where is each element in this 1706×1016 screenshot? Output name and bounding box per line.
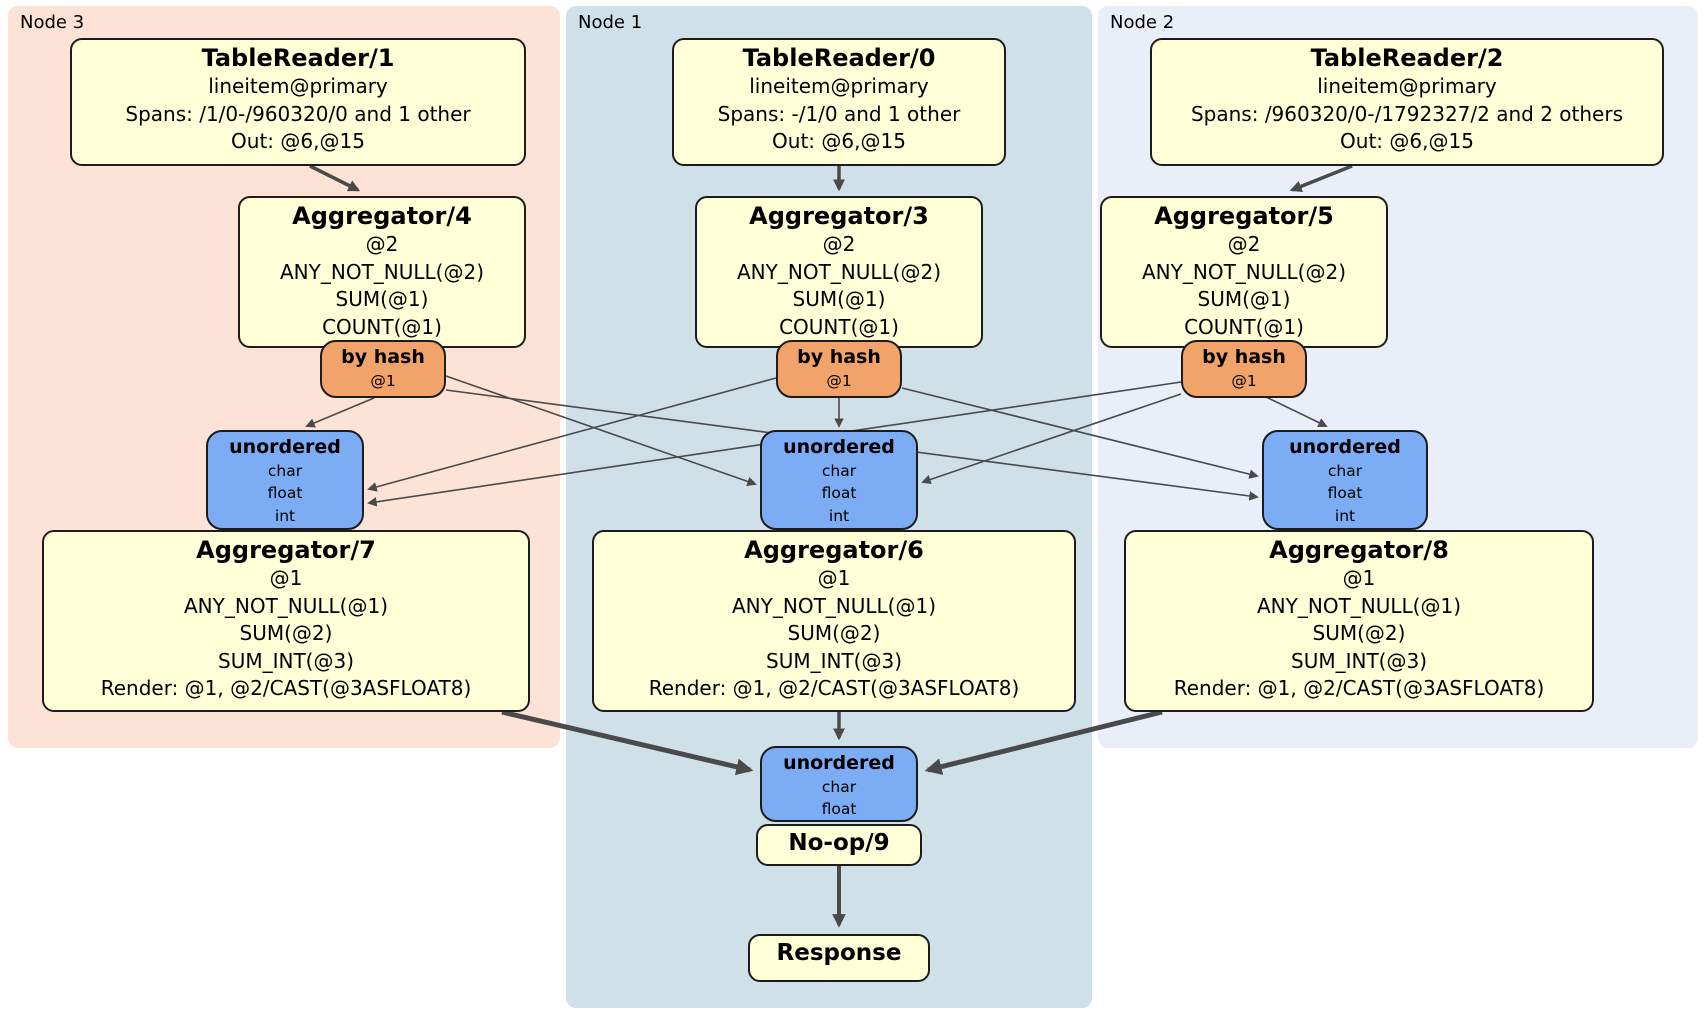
processor-detail: ANY_NOT_NULL(@1) [184,593,388,618]
processor-detail: Spans: -/1/0 and 1 other [717,101,961,126]
processor-title: Response [776,940,902,966]
processor-title: Aggregator/3 [749,202,929,230]
sync-detail: char [821,777,857,796]
processor-title: Aggregator/4 [292,202,472,230]
sync-detail: char [267,461,303,480]
processor-tablereader-1: TableReader/1 lineitem@primary Spans: /1… [70,38,526,166]
processor-detail: Out: @6,@15 [772,129,906,154]
processor-title: Aggregator/7 [196,536,376,564]
edge-bh1-un2 [901,387,1259,479]
router-detail: @1 [1231,371,1257,390]
processor-title: Aggregator/8 [1269,536,1449,564]
sync-unordered-node1: unordered char float int [760,430,918,530]
processor-detail: @2 [365,232,399,256]
processor-detail: SUM_INT(@3) [1291,648,1427,673]
sync-detail: float [1327,484,1363,503]
processor-detail: ANY_NOT_NULL(@2) [737,259,941,284]
edge-agg7-unordered-final [501,709,754,776]
node2-label: Node 2 [1110,12,1175,33]
sync-unordered-node2: unordered char float int [1262,430,1428,530]
sync-detail: float [821,484,857,503]
edge-bh3-un3 [305,397,375,428]
sync-unordered-node3: unordered char float int [206,430,364,530]
processor-aggregator-5: Aggregator/5 @2 ANY_NOT_NULL(@2) SUM(@1)… [1100,196,1388,348]
processor-detail: Spans: /960320/0-/1792327/2 and 2 others [1190,101,1623,126]
router-by-hash-node2: by hash @1 [1181,340,1307,398]
edge-bh3-un1 [445,375,757,486]
processor-detail: COUNT(@1) [779,314,899,339]
router-title: by hash [797,346,881,368]
sync-detail: float [267,484,303,503]
processor-detail: ANY_NOT_NULL(@1) [732,593,936,618]
edge-tr2-agg5 [1289,164,1353,192]
processor-detail: lineitem@primary [208,74,388,98]
processor-detail: ANY_NOT_NULL(@1) [1257,593,1461,618]
processor-aggregator-8: Aggregator/8 @1 ANY_NOT_NULL(@1) SUM(@2)… [1124,530,1594,712]
sync-unordered-final: unordered char float [760,746,918,822]
processor-title: No-op/9 [788,830,890,856]
processor-title: Aggregator/5 [1154,202,1334,230]
processor-detail: lineitem@primary [1317,74,1497,98]
processor-tablereader-2: TableReader/2 lineitem@primary Spans: /9… [1150,38,1664,166]
processor-detail: Spans: /1/0-/960320/0 and 1 other [125,101,471,126]
processor-detail: SUM(@1) [1197,287,1291,312]
processor-title: TableReader/2 [1310,44,1504,72]
processor-detail: ANY_NOT_NULL(@2) [280,259,484,284]
sync-title: unordered [783,752,895,774]
edge-bh1-un3 [367,377,777,492]
edge-agg8-unordered-final [924,709,1163,775]
processor-response: Response [748,934,930,982]
processor-detail: @2 [822,232,856,256]
processor-detail: @2 [1227,232,1261,256]
router-detail: @1 [370,371,396,390]
sync-title: unordered [229,436,341,458]
processor-detail: @1 [817,566,851,590]
processor-detail: COUNT(@1) [1184,314,1304,339]
sync-detail: char [1327,461,1363,480]
processor-detail: COUNT(@1) [322,314,442,339]
processor-detail: ANY_NOT_NULL(@2) [1142,259,1346,284]
processor-title: Aggregator/6 [744,536,924,564]
sync-title: unordered [1289,436,1401,458]
edge-tr1-agg4 [309,164,361,192]
processor-detail: @1 [1342,566,1376,590]
router-title: by hash [341,346,425,368]
processor-detail: SUM(@1) [335,287,429,312]
processor-detail: Out: @6,@15 [1340,129,1474,154]
processor-title: TableReader/1 [201,44,395,72]
processor-tablereader-0: TableReader/0 lineitem@primary Spans: -/… [672,38,1006,166]
processor-detail: SUM(@2) [239,621,333,646]
sync-detail: float [821,800,857,819]
router-by-hash-node1: by hash @1 [776,340,902,398]
processor-detail: lineitem@primary [749,74,929,98]
processor-title: TableReader/0 [742,44,936,72]
processor-aggregator-7: Aggregator/7 @1 ANY_NOT_NULL(@1) SUM(@2)… [42,530,530,712]
router-by-hash-node3: by hash @1 [320,340,446,398]
sync-title: unordered [783,436,895,458]
processor-aggregator-4: Aggregator/4 @2 ANY_NOT_NULL(@2) SUM(@1)… [238,196,526,348]
edge-bh2-un1 [921,393,1182,485]
router-detail: @1 [826,371,852,390]
processor-detail: @1 [269,566,303,590]
processor-aggregator-3: Aggregator/3 @2 ANY_NOT_NULL(@2) SUM(@1)… [695,196,983,348]
processor-detail: Render: @1, @2/CAST(@3ASFLOAT8) [648,676,1020,701]
router-title: by hash [1202,346,1286,368]
processor-detail: SUM(@1) [792,287,886,312]
processor-detail: SUM_INT(@3) [218,648,354,673]
processor-noop-9: No-op/9 [756,824,922,866]
sync-detail: int [828,506,850,525]
processor-detail: SUM(@2) [787,621,881,646]
sync-detail: char [821,461,857,480]
processor-detail: Render: @1, @2/CAST(@3ASFLOAT8) [1173,676,1545,701]
node3-label: Node 3 [20,12,85,33]
processor-detail: Out: @6,@15 [231,129,365,154]
processor-aggregator-6: Aggregator/6 @1 ANY_NOT_NULL(@1) SUM(@2)… [592,530,1076,712]
node1-label: Node 1 [578,12,643,33]
edge-bh2-un2 [1263,395,1328,427]
processor-detail: SUM(@2) [1312,621,1406,646]
sync-detail: int [1334,506,1356,525]
sync-detail: int [274,506,296,525]
processor-detail: SUM_INT(@3) [766,648,902,673]
processor-detail: Render: @1, @2/CAST(@3ASFLOAT8) [100,676,472,701]
